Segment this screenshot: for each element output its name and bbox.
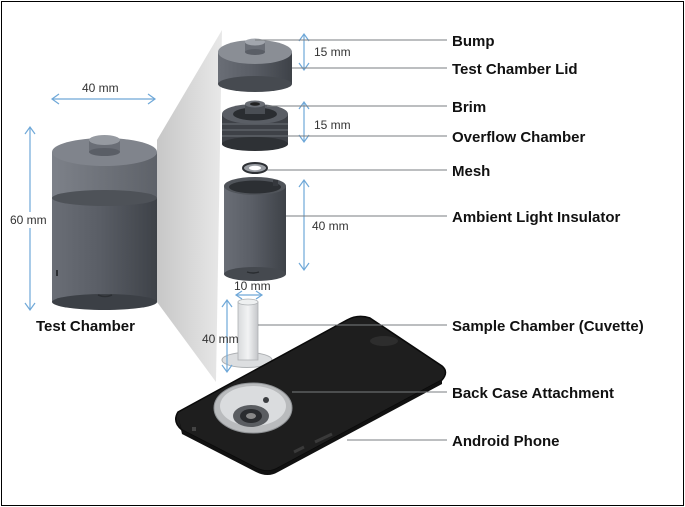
label-ambient-light-insulator: Ambient Light Insulator <box>452 209 620 226</box>
dimension-height-left: 60 mm <box>10 125 50 312</box>
label-sample-chamber: Sample Chamber (Cuvette) <box>452 318 644 335</box>
dimension-label-15mm-overflow: 15 mm <box>314 118 351 132</box>
dimension-label-15mm-lid: 15 mm <box>314 45 351 59</box>
dimension-overflow: 15 mm <box>298 100 351 144</box>
label-back-case-attachment: Back Case Attachment <box>452 385 614 402</box>
dimension-lid: 15 mm <box>298 32 351 72</box>
dimension-cuvette-height: 40 mm <box>202 298 239 374</box>
dimension-label-40mm-cuvette: 40 mm <box>202 332 239 346</box>
label-overflow-chamber: Overflow Chamber <box>452 129 586 146</box>
lid-part <box>218 38 292 92</box>
leader-lines <box>255 39 447 441</box>
dimension-label-40mm-insulator: 40 mm <box>312 219 349 233</box>
label-test-chamber-lid: Test Chamber Lid <box>452 61 578 78</box>
insulator-part <box>224 177 286 281</box>
dimension-cuvette-width: 10 mm <box>234 279 271 300</box>
dimension-label-10mm: 10 mm <box>234 279 271 293</box>
back-case-attachment <box>213 382 293 434</box>
projection-wedge <box>157 30 222 382</box>
label-mesh: Mesh <box>452 163 490 180</box>
cuvette-part <box>221 298 273 368</box>
label-android-phone: Android Phone <box>452 433 560 450</box>
label-brim: Brim <box>452 99 486 116</box>
dimension-label-40mm-top: 40 mm <box>82 81 119 95</box>
overflow-chamber-part <box>222 100 288 151</box>
dimension-width-top: 40 mm <box>50 81 157 105</box>
label-bump: Bump <box>452 33 495 50</box>
test-chamber-caption: Test Chamber <box>36 318 135 335</box>
test-chamber-assembled <box>52 135 157 310</box>
mesh-part <box>242 162 268 174</box>
dimension-insulator: 40 mm <box>298 178 349 272</box>
dimension-label-60mm: 60 mm <box>10 213 47 227</box>
